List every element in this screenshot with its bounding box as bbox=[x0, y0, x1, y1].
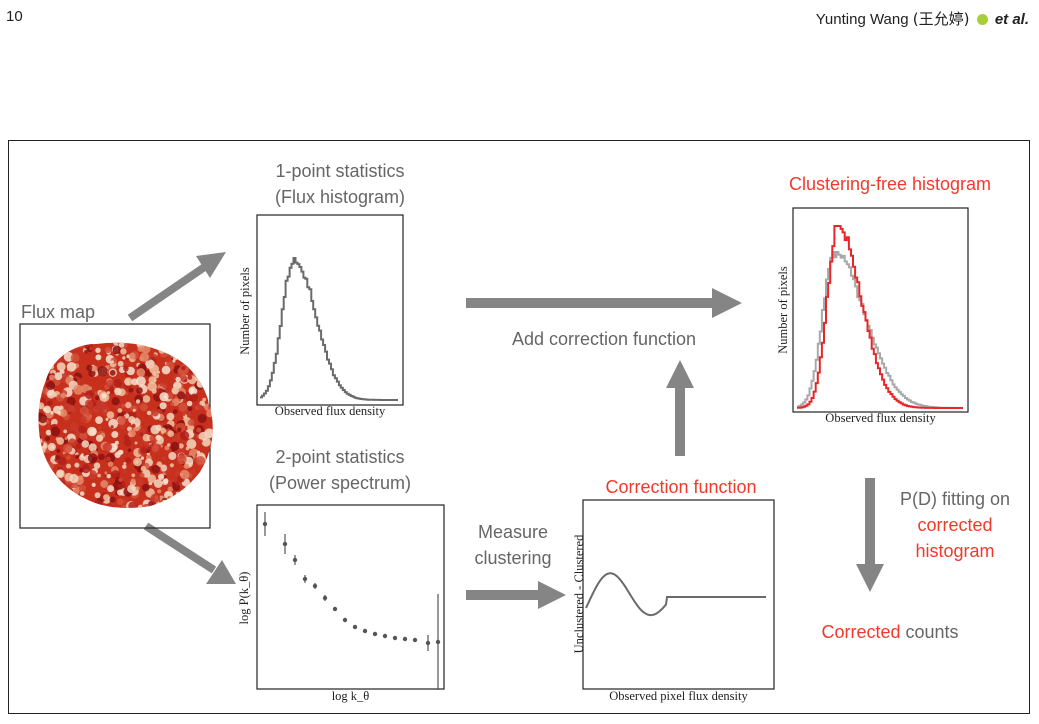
measure-line1: Measure bbox=[477, 522, 549, 542]
one-point-line1: 1-point statistics bbox=[275, 161, 405, 181]
corr-ylabel: Unclustered - Clustered bbox=[572, 534, 586, 654]
two-point-line1: 2-point statistics bbox=[275, 447, 405, 467]
arrow-to-histogram bbox=[127, 252, 226, 322]
pd-fitting-label: P(D) fitting on corrected histogram bbox=[890, 486, 1020, 564]
two-point-title: 2-point statistics (Power spectrum) bbox=[250, 444, 430, 496]
two-point-line2: (Power spectrum) bbox=[268, 473, 412, 493]
author-name: Yunting Wang bbox=[815, 11, 909, 28]
hist-ylabel: Number of pixels bbox=[238, 267, 252, 355]
correction-function-line bbox=[585, 572, 766, 617]
arrow-to-power-spectrum bbox=[143, 522, 236, 584]
et-al: et al. bbox=[994, 11, 1029, 28]
power-spectrum-points bbox=[262, 512, 441, 690]
page-number: 10 bbox=[6, 8, 23, 25]
power-spectrum-axes bbox=[256, 504, 445, 690]
clustering-free-title: Clustering-free histogram bbox=[788, 174, 992, 194]
clustering-free-axes bbox=[792, 207, 969, 413]
hist-xlabel: Observed flux density bbox=[274, 404, 386, 418]
free-ylabel: Number of pixels bbox=[776, 266, 790, 354]
flux-map-label: Flux map bbox=[21, 302, 96, 322]
add-correction-label: Add correction function bbox=[511, 329, 697, 349]
orcid-icon[interactable] bbox=[976, 13, 988, 25]
pd-line2: corrected bbox=[917, 515, 993, 535]
measure-clustering-label: Measure clustering bbox=[458, 519, 568, 571]
corrected-word: Corrected bbox=[821, 622, 901, 642]
correction-function-axes bbox=[582, 499, 775, 690]
histogram-axes bbox=[256, 214, 404, 406]
flux-map-image bbox=[38, 342, 213, 508]
author-name-cjk: (王允婷) bbox=[912, 10, 970, 28]
correction-function-title: Correction function bbox=[605, 477, 757, 497]
counts-word: counts bbox=[900, 622, 959, 642]
clustering-free-histogram-line bbox=[797, 225, 963, 409]
free-xlabel: Observed flux density bbox=[825, 411, 936, 425]
clustered-histogram-line bbox=[797, 251, 963, 409]
ps-ylabel: log P(k_θ) bbox=[237, 571, 251, 625]
arrow-pd-fitting-down bbox=[856, 478, 884, 592]
arrow-correction-up bbox=[666, 360, 694, 456]
figure-frame bbox=[8, 140, 1030, 714]
pd-line3: histogram bbox=[915, 541, 995, 561]
arrow-add-correction bbox=[466, 288, 742, 318]
corrected-counts-label: Corrected counts bbox=[800, 619, 980, 645]
histogram-line bbox=[260, 257, 398, 401]
running-header: Yunting Wang (王允婷) et al. bbox=[816, 8, 1029, 29]
one-point-title: 1-point statistics (Flux histogram) bbox=[250, 158, 430, 210]
pd-line1: P(D) fitting on bbox=[899, 489, 1011, 509]
ps-xlabel: log k_θ bbox=[331, 689, 370, 703]
measure-line2: clustering bbox=[474, 548, 552, 568]
one-point-line2: (Flux histogram) bbox=[274, 187, 406, 207]
arrow-measure-clustering bbox=[466, 581, 566, 609]
corr-xlabel: Observed pixel flux density bbox=[609, 689, 748, 703]
